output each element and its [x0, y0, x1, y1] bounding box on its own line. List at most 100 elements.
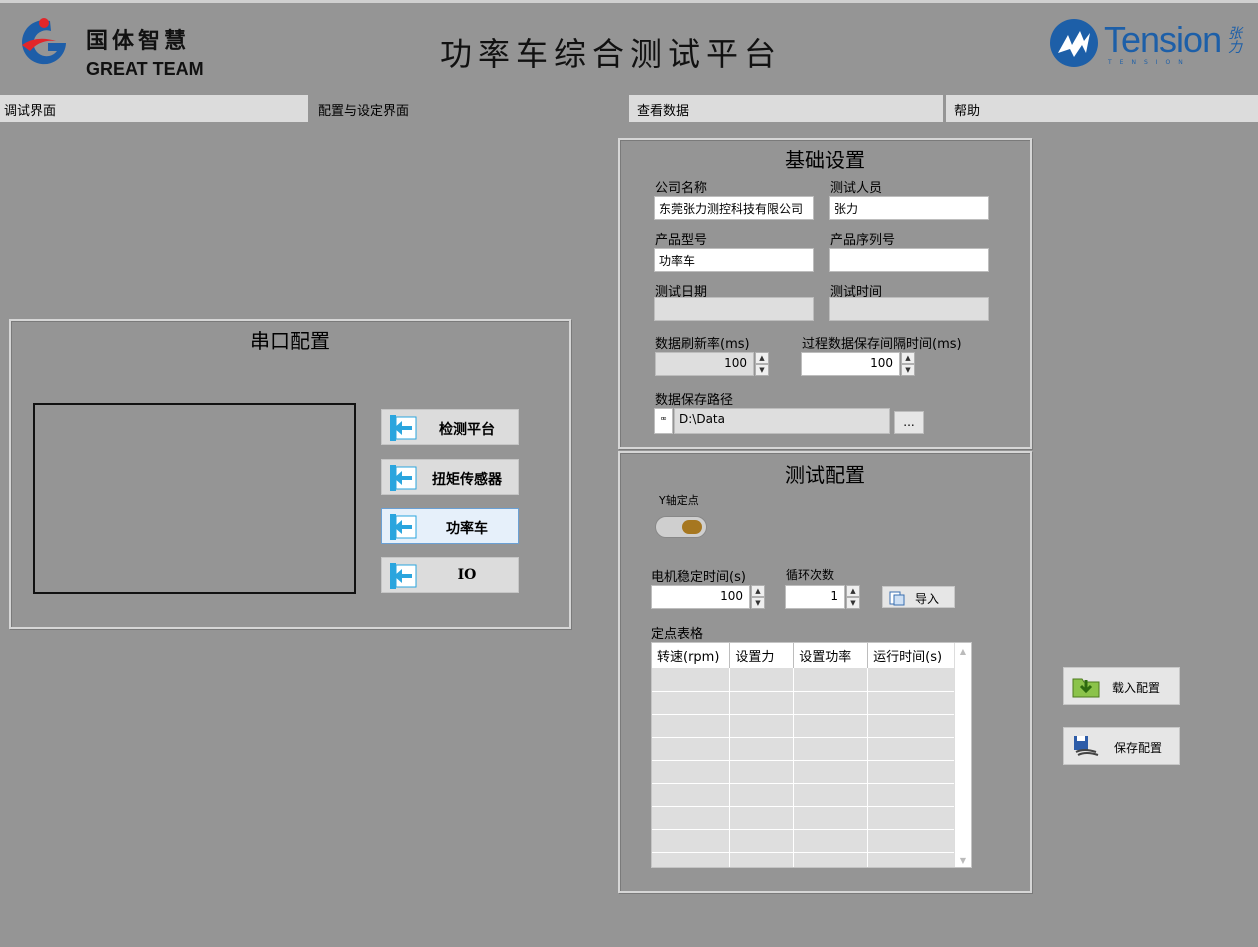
load-config-button[interactable]: 载入配置: [1063, 667, 1180, 705]
table-row[interactable]: [652, 783, 955, 807]
path-type-icon[interactable]: ꟹ: [654, 408, 673, 434]
table-cell[interactable]: [867, 760, 955, 784]
company-field[interactable]: 东莞张力测控科技有限公司: [654, 196, 814, 220]
table-cell[interactable]: [793, 829, 869, 853]
table-cell[interactable]: [867, 806, 955, 830]
table-cell[interactable]: [652, 783, 731, 807]
table-cell[interactable]: [867, 783, 955, 807]
increment-icon[interactable]: ▲: [901, 352, 915, 364]
scroll-up-icon[interactable]: ▲: [959, 647, 967, 656]
refresh-rate-input[interactable]: 100: [655, 352, 754, 376]
table-cell[interactable]: [652, 668, 731, 692]
table-cell[interactable]: [867, 714, 955, 738]
table-cell[interactable]: [867, 852, 955, 867]
save-config-button[interactable]: 保存配置: [1063, 727, 1180, 765]
setpoint-table-container[interactable]: 转速(rpm) 设置力 设置功率 运行时间(s) ▲ ▼: [651, 642, 972, 868]
table-cell[interactable]: [867, 829, 955, 853]
table-cell[interactable]: [652, 806, 731, 830]
tab-debug[interactable]: 调试界面: [0, 95, 308, 122]
table-cell[interactable]: [793, 760, 869, 784]
serial-number-field[interactable]: [829, 248, 989, 272]
column-header-power[interactable]: 设置功率: [793, 643, 869, 668]
model-field[interactable]: 功率车: [654, 248, 814, 272]
table-cell[interactable]: [793, 668, 869, 692]
tester-field[interactable]: 张力: [829, 196, 989, 220]
import-icon: [889, 591, 905, 606]
table-cell[interactable]: [867, 691, 955, 715]
tester-label: 测试人员: [830, 181, 883, 196]
table-cell[interactable]: [867, 737, 955, 761]
torque-sensor-label: 扭矩传感器: [432, 472, 502, 488]
table-row[interactable]: [652, 668, 955, 692]
table-cell[interactable]: [652, 852, 731, 867]
tension-logo: Tension TENSION 张力: [1048, 15, 1258, 73]
column-header-speed[interactable]: 转速(rpm): [652, 643, 731, 668]
table-cell[interactable]: [729, 691, 795, 715]
motor-time-stepper[interactable]: ▲▼: [751, 585, 765, 609]
save-config-label: 保存配置: [1114, 741, 1163, 755]
table-row[interactable]: [652, 806, 955, 830]
scroll-down-icon[interactable]: ▼: [959, 856, 967, 865]
io-button[interactable]: IO: [381, 557, 519, 593]
import-button[interactable]: 导入: [882, 586, 955, 608]
save-interval-stepper[interactable]: ▲▼: [901, 352, 915, 376]
platform-config-button[interactable]: 检测平台: [381, 409, 519, 445]
tab-view-data[interactable]: 查看数据: [629, 95, 943, 122]
motor-time-input[interactable]: 100: [651, 585, 750, 609]
table-cell[interactable]: [793, 691, 869, 715]
power-bike-button[interactable]: 功率车: [381, 508, 519, 544]
table-cell[interactable]: [793, 737, 869, 761]
table-cell[interactable]: [729, 783, 795, 807]
table-cell[interactable]: [793, 806, 869, 830]
table-cell[interactable]: [652, 737, 731, 761]
basic-settings-group: 基础设置: [618, 138, 1032, 449]
column-header-force[interactable]: 设置力: [729, 643, 795, 668]
decrement-icon[interactable]: ▼: [755, 364, 769, 376]
table-cell[interactable]: [729, 829, 795, 853]
setpoint-table[interactable]: 转速(rpm) 设置力 设置功率 运行时间(s): [652, 643, 955, 867]
table-cell[interactable]: [729, 852, 795, 867]
torque-sensor-button[interactable]: 扭矩传感器: [381, 459, 519, 495]
table-cell[interactable]: [652, 714, 731, 738]
table-row[interactable]: [652, 760, 955, 784]
y-axis-toggle[interactable]: [655, 516, 707, 538]
decrement-icon[interactable]: ▼: [846, 597, 860, 609]
increment-icon[interactable]: ▲: [751, 585, 765, 597]
save-interval-input[interactable]: 100: [801, 352, 900, 376]
table-cell[interactable]: [729, 737, 795, 761]
table-cell[interactable]: [729, 714, 795, 738]
decrement-icon[interactable]: ▼: [751, 597, 765, 609]
table-row[interactable]: [652, 714, 955, 738]
browse-button[interactable]: ...: [894, 411, 924, 434]
table-cell[interactable]: [652, 829, 731, 853]
table-cell[interactable]: [652, 760, 731, 784]
tension-wordmark: Tension: [1104, 19, 1222, 60]
increment-icon[interactable]: ▲: [846, 585, 860, 597]
serial-config-title: 串口配置: [250, 329, 330, 353]
table-row[interactable]: [652, 829, 955, 853]
table-scrollbar[interactable]: ▲ ▼: [954, 643, 971, 867]
cycles-input[interactable]: 1: [785, 585, 845, 609]
table-cell[interactable]: [729, 760, 795, 784]
cycles-stepper[interactable]: ▲▼: [846, 585, 860, 609]
serial-config-group: 串口配置: [9, 319, 571, 629]
table-cell[interactable]: [652, 691, 731, 715]
table-cell[interactable]: [793, 852, 869, 867]
table-row[interactable]: [652, 852, 955, 867]
tab-config[interactable]: 配置与设定界面: [318, 104, 410, 119]
table-cell[interactable]: [793, 783, 869, 807]
save-interval-label: 过程数据保存间隔时间(ms): [802, 337, 962, 352]
save-path-field[interactable]: D:\Data: [674, 408, 890, 434]
table-cell[interactable]: [729, 668, 795, 692]
table-row[interactable]: [652, 691, 955, 715]
table-cell[interactable]: [793, 714, 869, 738]
refresh-rate-stepper[interactable]: ▲▼: [755, 352, 769, 376]
table-cell[interactable]: [729, 806, 795, 830]
tab-help[interactable]: 帮助: [946, 95, 1258, 122]
column-header-runtime[interactable]: 运行时间(s): [867, 643, 955, 668]
tension-logo-icon: [1050, 19, 1098, 67]
decrement-icon[interactable]: ▼: [901, 364, 915, 376]
increment-icon[interactable]: ▲: [755, 352, 769, 364]
table-cell[interactable]: [867, 668, 955, 692]
table-row[interactable]: [652, 737, 955, 761]
